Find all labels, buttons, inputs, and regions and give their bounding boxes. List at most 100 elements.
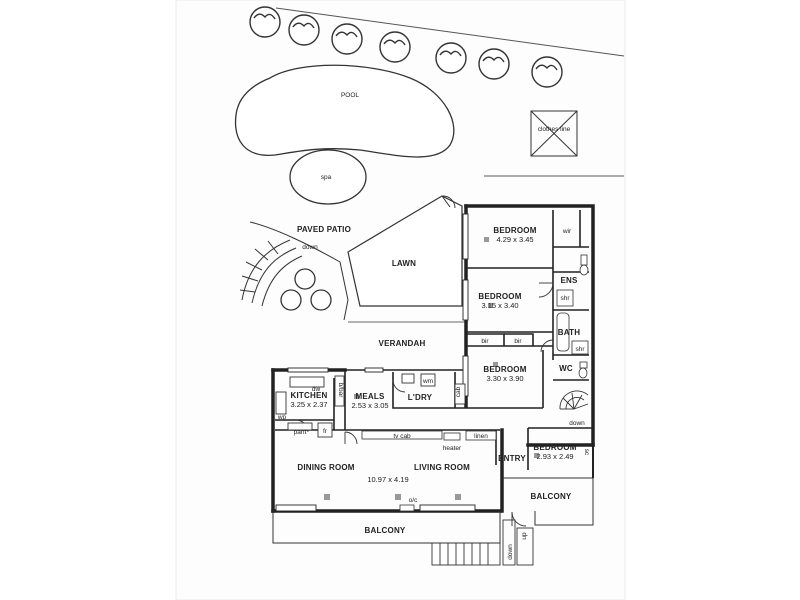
patio-down-label: down [302,244,318,251]
tv-cab-label: tv cab [393,433,411,440]
shr1-label: shr [560,295,570,302]
bath-label: BATH [558,328,580,337]
tree-icon [249,6,281,38]
shower-icon [571,340,589,355]
shr2-label: shr [575,346,585,353]
kitchen-dims: 3.25 x 2.37 [290,400,327,409]
tree-icon [379,31,411,63]
clothes-line-label: clothes line [538,126,571,133]
door-swings [295,195,554,527]
oc-label: o/c [409,497,418,504]
linen-label: linen [474,433,488,440]
light-marker [493,362,498,367]
wm-label: wm [422,378,433,385]
kitchen-label: KITCHEN [291,391,328,400]
light-marker [455,494,461,500]
bir2-label: bir [514,338,522,345]
b-bar-icon [334,375,345,407]
heater-icon [443,432,461,441]
fridge-icon [317,422,333,438]
lawn-edge [441,195,451,208]
light-marker [324,494,330,500]
light-marker [484,237,489,242]
tree-icon [435,42,467,74]
tree-row [249,6,563,88]
pool-label: POOL [341,92,359,99]
linen-icon [465,430,497,441]
windows [275,213,476,512]
b-bar-label: b/bar [337,383,344,399]
wp-label: wp [277,414,287,421]
cabinet-icon [454,383,466,405]
sink-icon [289,376,325,388]
cooktop-icon [275,391,287,415]
bedroom1-label: BEDROOM [493,226,536,235]
meals-label: MEALS [356,392,385,401]
trough-icon [401,373,415,384]
bedroom3-dims: 3.30 x 3.90 [486,374,523,383]
bedroom3-label: BEDROOM [483,365,526,374]
spa-outline [289,149,367,205]
pool-outline [234,64,455,158]
tree-icon [331,23,363,55]
balcony-down-label: down [507,544,514,560]
laundry-fixtures [401,373,466,405]
toilet-icon [578,361,588,379]
sc-label: sc [583,449,590,456]
tv-cab-icon [361,430,443,440]
heater-label: heater [443,445,462,452]
bedroom4-dims: 2.93 x 2.49 [536,452,573,461]
light-marker [354,394,359,399]
verandah-label: VERANDAH [379,339,426,348]
clothes-line [530,110,578,157]
light-marker [534,453,539,458]
interior-walls [275,210,593,470]
bathtub-icon [556,312,570,352]
shrub-icon [294,268,316,290]
bedroom2-dims: 3.15 x 3.40 [481,301,518,310]
fr-label: fr [323,428,328,435]
toilet-icon [579,254,589,276]
patio-steps [239,221,349,321]
side-balcony-outline [502,477,594,526]
spiral-stair-icon [559,390,589,410]
combustion-heater-icon [399,504,415,512]
bedroom4-label: BEDROOM [533,443,576,452]
kitchen-fixtures [275,375,345,438]
pant-label: pant [294,429,307,436]
front-balcony-outline [272,511,501,544]
washing-machine-icon [420,373,436,387]
bedroom2-label: BEDROOM [478,292,521,301]
front-balcony-label: BALCONY [365,526,406,535]
tree-icon [531,56,563,88]
dw-label: dw [312,386,321,393]
spa-label: spa [321,174,332,181]
boundary-line [275,7,625,57]
stairs-down-label: down [569,420,585,427]
light-marker [395,494,401,500]
lawn-outline [347,195,463,307]
living-label: LIVING ROOM [414,463,470,472]
ens-label: ENS [560,276,578,285]
pantry-icon [287,422,313,431]
shrub-icon [280,289,302,311]
bir1-label: bir [481,338,489,345]
patio-shrubs [280,268,332,311]
light-marker [488,303,493,308]
dining-label: DINING ROOM [297,463,354,472]
paved-patio-label: PAVED PATIO [297,225,351,234]
front-steps [431,542,501,566]
wir-label: wir [562,228,572,235]
balcony-up-label: up [521,532,528,540]
shrub-icon [310,289,332,311]
cab-label: cab [455,386,462,397]
tree-icon [288,14,320,46]
lawn-label: LAWN [392,259,416,268]
living-dims: 10.97 x 4.19 [367,475,408,484]
entry-stair [502,519,534,566]
bedroom1-dims: 4.29 x 3.45 [496,235,533,244]
shower-icon [556,289,574,307]
side-balcony-label: BALCONY [531,492,572,501]
laundry-label: L'DRY [408,393,433,402]
